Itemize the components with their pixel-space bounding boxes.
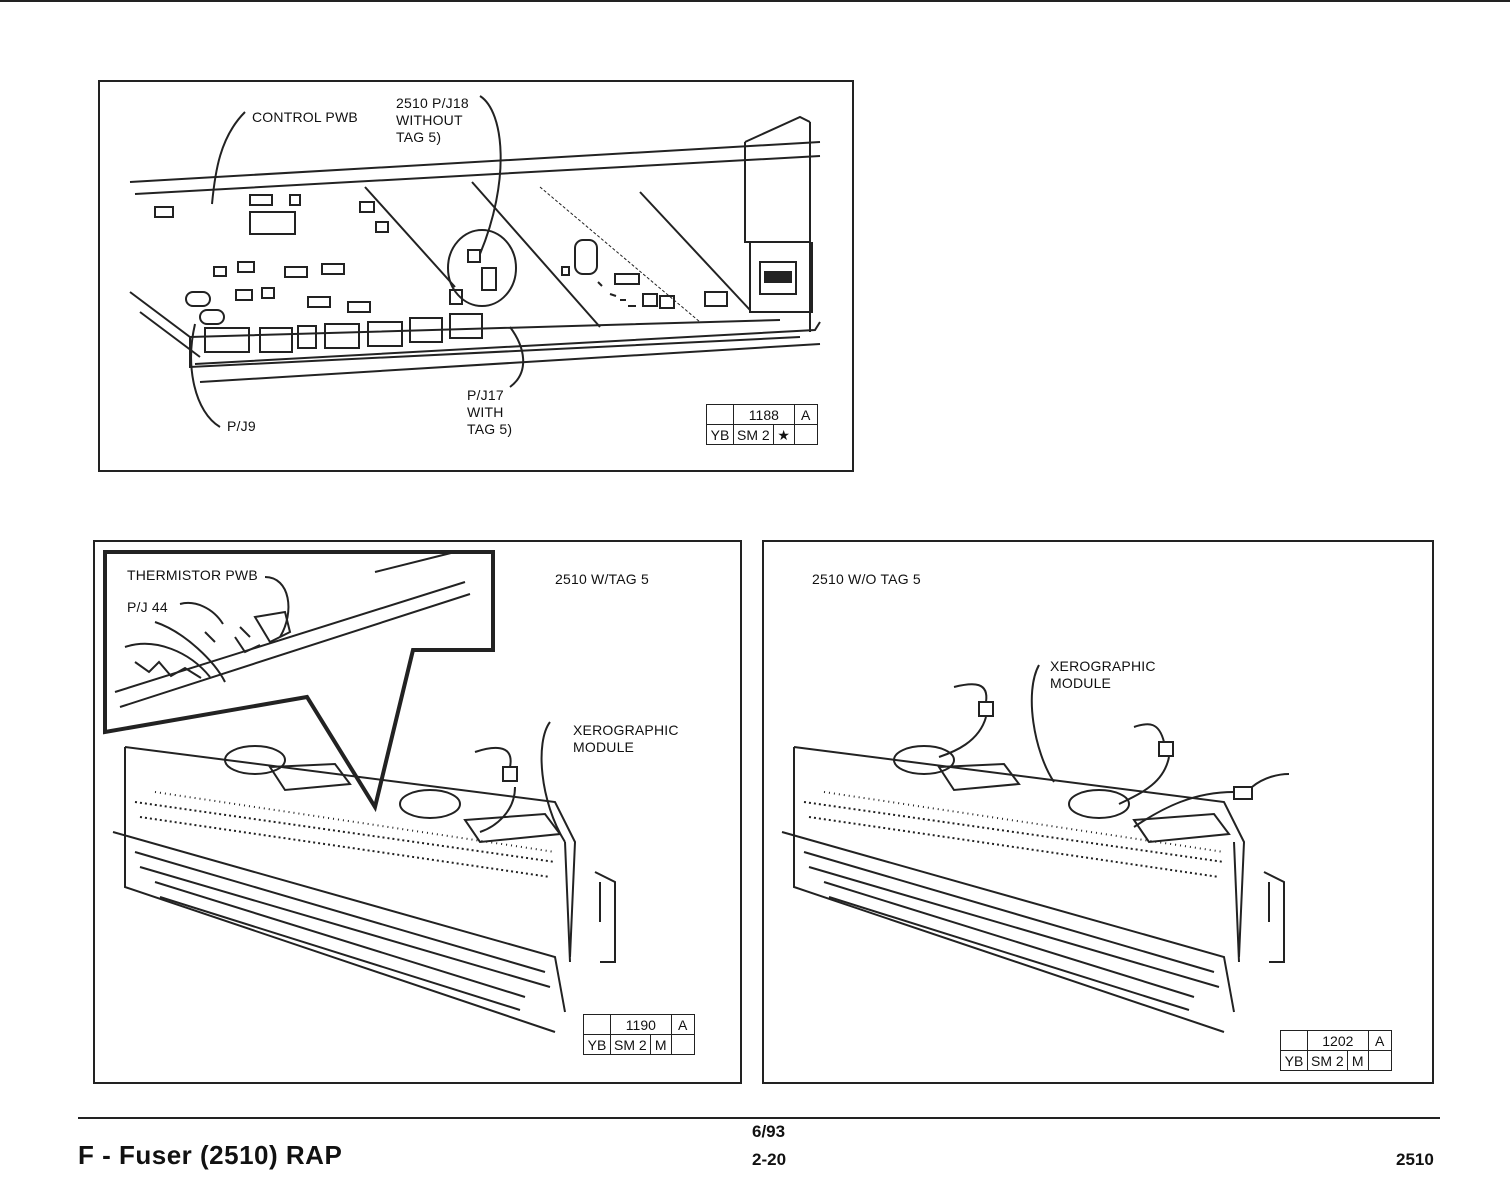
label-control-pwb: CONTROL PWB (252, 109, 358, 126)
ref-c3: M (1347, 1051, 1368, 1071)
ref-c3: ★ (773, 425, 794, 445)
label-xerographic-module: XEROGRAPHIC MODULE (573, 722, 679, 756)
ref-rev: A (671, 1015, 694, 1035)
label-xerographic-module: XEROGRAPHIC MODULE (1050, 658, 1156, 692)
fuser-without-tag5-illustration (764, 542, 1432, 1082)
footer-section-code: 2510 (1396, 1150, 1434, 1170)
ref-c2: SM 2 (1308, 1051, 1348, 1071)
page-top-border (0, 0, 1510, 2)
ref-c1: YB (707, 425, 734, 445)
label-thermistor-pwb: THERMISTOR PWB (127, 567, 258, 584)
ref-rev: A (794, 405, 817, 425)
footer-page-number: 2-20 (752, 1150, 786, 1170)
footer-date: 6/93 (752, 1122, 785, 1142)
label-pj18: 2510 P/J18 WITHOUT TAG 5) (396, 95, 469, 146)
footer-title: F - Fuser (2510) RAP (78, 1140, 342, 1171)
control-pwb-figure: CONTROL PWB 2510 P/J18 WITHOUT TAG 5) P/… (98, 80, 854, 472)
label-pj44: P/J 44 (127, 599, 168, 616)
ref-number: 1190 (611, 1015, 672, 1035)
ref-rev: A (1368, 1031, 1391, 1051)
ref-c2: SM 2 (734, 425, 774, 445)
ref-number: 1188 (734, 405, 795, 425)
ref-c1: YB (1281, 1051, 1308, 1071)
ref-c1: YB (584, 1035, 611, 1055)
ref-c3: M (650, 1035, 671, 1055)
footer-rule (78, 1117, 1440, 1119)
label-pj9: P/J9 (227, 418, 256, 435)
ref-number: 1202 (1308, 1031, 1369, 1051)
fuser-with-tag5-figure: 2510 W/TAG 5 THERMISTOR PWB P/J 44 XEROG… (93, 540, 742, 1084)
label-pj17: P/J17 WITH TAG 5) (467, 387, 512, 438)
label-wo-tag5: 2510 W/O TAG 5 (812, 571, 921, 588)
ref-c2: SM 2 (611, 1035, 651, 1055)
label-w-tag5: 2510 W/TAG 5 (555, 571, 649, 588)
fuser-with-tag5-illustration (95, 542, 740, 1082)
